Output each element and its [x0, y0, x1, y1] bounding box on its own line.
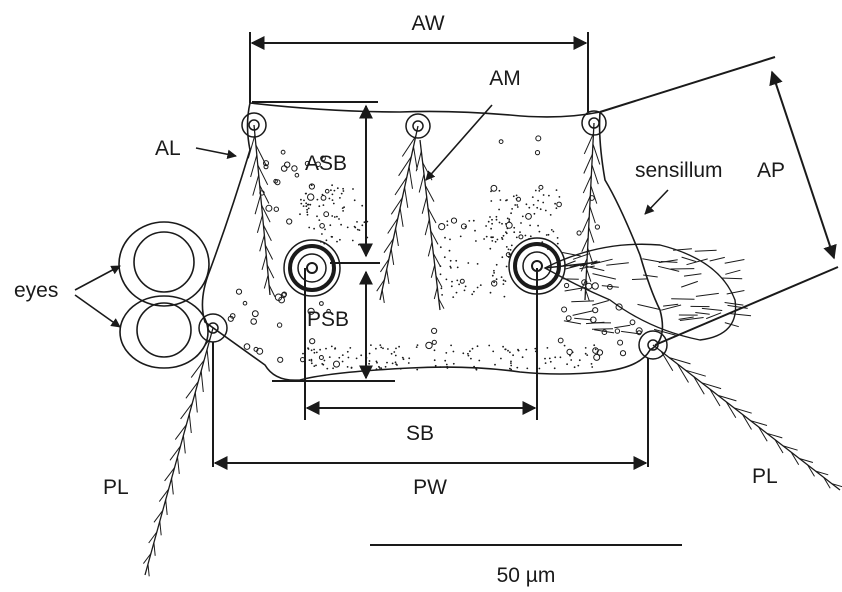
- label-sb: SB: [406, 422, 434, 445]
- label-ap: AP: [757, 159, 785, 182]
- sensillum-club: [545, 244, 751, 340]
- label-pl-right: PL: [752, 465, 778, 488]
- label-eyes: eyes: [14, 279, 58, 302]
- eyes-group: [119, 222, 209, 368]
- al-pointer: [196, 148, 236, 156]
- label-pw: PW: [413, 476, 447, 499]
- label-asb: ASB: [305, 152, 347, 175]
- label-pl-left: PL: [103, 476, 129, 499]
- eye-upper: [119, 222, 209, 306]
- eye-upper-lens: [134, 232, 194, 292]
- eye-lower-lens: [137, 303, 191, 357]
- label-al: AL: [155, 137, 181, 160]
- ap-line-top: [600, 57, 775, 112]
- label-am: AM: [489, 67, 521, 90]
- am-pointer: [426, 105, 492, 180]
- label-aw: AW: [411, 12, 444, 35]
- scale-bar-label: 50 µm: [497, 564, 556, 587]
- eyes-pointer-lower: [75, 295, 120, 327]
- labels: AW AM AL ASB sensillum AP eyes PSB SB PW…: [14, 12, 785, 587]
- label-sensillum: sensillum: [635, 159, 723, 182]
- ap-line-bottom: [655, 267, 838, 345]
- sensillum-base-left: [284, 240, 340, 296]
- sensillum-pointer: [645, 190, 668, 214]
- label-psb: PSB: [307, 308, 349, 331]
- eyes-pointer-upper: [75, 266, 120, 290]
